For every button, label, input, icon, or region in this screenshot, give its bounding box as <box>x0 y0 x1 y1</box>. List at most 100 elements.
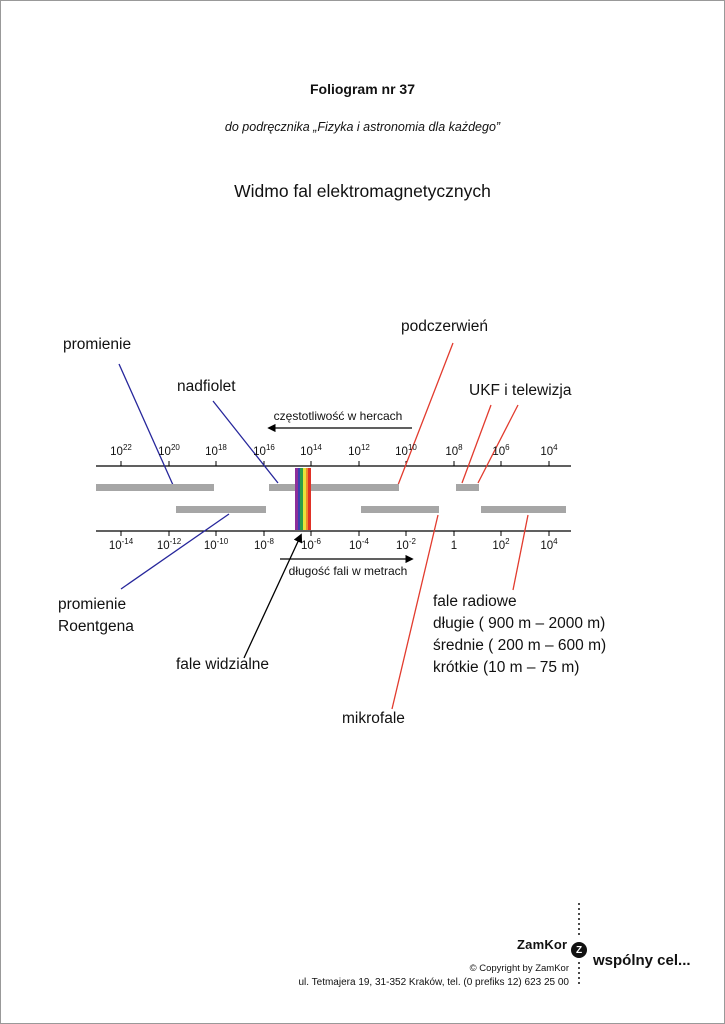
ukf-pointer-line-1 <box>461 404 492 484</box>
tick-base: 10 <box>395 445 408 458</box>
tick-exponent: -10 <box>216 537 229 546</box>
wavelength-tick-label: 10-6 <box>301 537 321 552</box>
logo-dots-top <box>578 903 580 935</box>
label-infrared: podczerwień <box>401 318 489 335</box>
wavelength-tick-label: 10-14 <box>109 537 133 552</box>
tick-base: 10 <box>158 445 171 458</box>
tick-base: 10 <box>396 539 409 552</box>
freq-tick-label: 1012 <box>348 443 370 458</box>
rainbow-stripe-red <box>308 468 312 530</box>
rainbow-stripe-yellow <box>303 468 306 530</box>
tick-base: 10 <box>349 539 362 552</box>
label-radio-waves: fale radiowe długie ( 900 m – 2000 m) śr… <box>433 591 606 679</box>
zamkor-brand: ZamKor <box>517 937 568 952</box>
tick-exponent: -14 <box>121 537 134 546</box>
tick-base: 10 <box>445 445 459 458</box>
tick-exponent: 4 <box>553 537 558 546</box>
tick-exponent: 4 <box>553 443 558 452</box>
wavelength-tick-label: 10-4 <box>349 537 369 552</box>
tick-exponent: -2 <box>408 537 416 546</box>
zamkor-slogan: wspólny cel... <box>593 952 691 969</box>
wavelength-tick-label: 10-2 <box>396 537 416 552</box>
freq-tick-label: 1010 <box>395 443 417 458</box>
wavelength-tick-label: 102 <box>492 537 509 552</box>
page-title: Widmo fal elektromagnetycznych <box>234 181 491 201</box>
tick-base: 10 <box>108 539 122 552</box>
wavelength-axis-caption: długość fali w metrach <box>288 564 408 578</box>
tick-base: 10 <box>203 539 217 552</box>
logo-dots-bottom <box>578 962 580 984</box>
bar-gamma <box>96 484 214 491</box>
radio-long: długie ( 900 m – 2000 m) <box>433 615 606 632</box>
tick-exponent: 14 <box>312 443 322 452</box>
freq-tick-label: 1022 <box>110 443 132 458</box>
visible-pointer-arrow <box>243 533 303 659</box>
label-xray-line1: promienie <box>58 596 127 613</box>
wavelength-tick-label: 10-8 <box>254 537 274 552</box>
tick-exponent: 18 <box>217 443 227 452</box>
freq-tick-label: 1014 <box>300 443 322 458</box>
label-visible-light: fale widzialne <box>176 656 270 673</box>
rainbow-stripe-green <box>300 468 304 530</box>
copyright-text: © Copyright by ZamKor <box>469 963 569 974</box>
wavelength-tick-label: 10-10 <box>204 537 228 552</box>
frequency-axis-ticks <box>120 461 550 466</box>
freq-tick-label: 104 <box>540 443 557 458</box>
frequency-axis-caption: częstotliwość w hercach <box>273 409 403 423</box>
visible-spectrum-band <box>295 468 312 530</box>
foliogram-number: Foliogram nr 37 <box>309 81 416 97</box>
label-ukf-tv: UKF i telewizja <box>469 382 572 399</box>
tick-exponent: 10 <box>407 443 417 452</box>
tick-base: 10 <box>301 539 314 552</box>
tick-exponent: 20 <box>170 443 180 452</box>
rainbow-stripe-orange <box>305 468 309 530</box>
tick-base: 10 <box>253 445 266 458</box>
gamma-pointer-line <box>118 363 174 486</box>
tick-base: 1 <box>450 539 458 552</box>
rainbow-stripe-blue <box>297 468 301 530</box>
tick-exponent: 16 <box>265 443 275 452</box>
tick-exponent: 22 <box>122 443 132 452</box>
tick-base: 10 <box>492 445 506 458</box>
publisher-address: ul. Tetmajera 19, 31-352 Kraków, tel. (0… <box>298 977 569 988</box>
label-gamma-rays: promienie <box>63 336 132 353</box>
tick-base: 10 <box>492 539 506 552</box>
freq-tick-label: 1018 <box>205 443 227 458</box>
tick-base: 10 <box>300 445 313 458</box>
tick-exponent: 12 <box>360 443 370 452</box>
radio-medium: średnie ( 200 m – 600 m) <box>433 637 607 654</box>
tick-base: 10 <box>348 445 361 458</box>
freq-tick-label: 106 <box>492 443 509 458</box>
wavelength-axis-ticks <box>120 531 550 536</box>
label-ultraviolet: nadfiolet <box>177 378 236 395</box>
wavelength-tick-label: 1 <box>451 537 457 552</box>
bar-microwave <box>361 506 439 513</box>
freq-tick-label: 108 <box>445 443 462 458</box>
wavelength-tick-label: 10-12 <box>157 537 181 552</box>
bar-ukf-tv <box>456 484 479 491</box>
radio-title: fale radiowe <box>433 593 517 610</box>
wavelength-tick-label: 104 <box>540 537 557 552</box>
tick-base: 10 <box>205 445 218 458</box>
rainbow-stripe-violet <box>295 468 298 530</box>
bar-ultraviolet <box>269 484 295 491</box>
radio-short: krótkie (10 m – 75 m) <box>433 659 580 676</box>
tick-exponent: -12 <box>169 537 182 546</box>
tick-base: 10 <box>540 539 554 552</box>
label-microwaves: mikrofale <box>342 710 405 727</box>
label-xray: promienie Roentgena <box>58 594 134 638</box>
tick-exponent: 8 <box>458 443 463 452</box>
bar-radio <box>481 506 566 513</box>
tick-base: 10 <box>540 445 554 458</box>
freq-tick-label: 1016 <box>253 443 275 458</box>
radio-pointer-line <box>512 514 529 591</box>
tick-base: 10 <box>110 445 123 458</box>
bar-xray <box>176 506 266 513</box>
zamkor-logo-icon: Z <box>571 942 587 958</box>
tick-base: 10 <box>254 539 267 552</box>
tick-base: 10 <box>156 539 170 552</box>
textbook-subtitle: do podręcznika „Fizyka i astronomia dla … <box>224 120 501 134</box>
bar-infrared <box>311 484 399 491</box>
tick-exponent: -8 <box>266 537 274 546</box>
